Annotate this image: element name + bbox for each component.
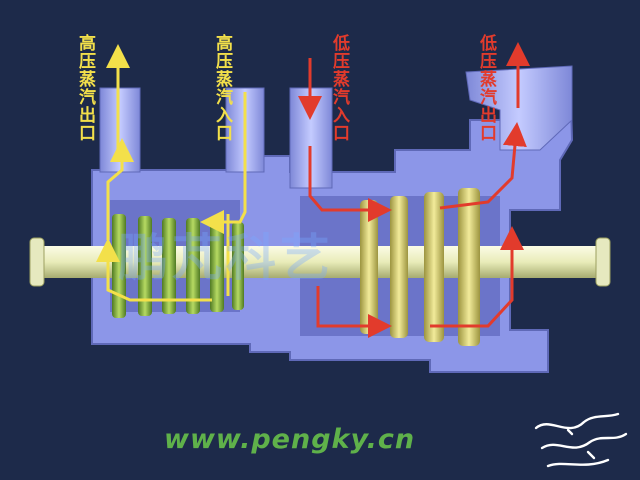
label-hp-steam-inlet: 高压蒸汽入口 xyxy=(212,34,232,142)
website-url: www.pengky.cn xyxy=(164,424,416,455)
calligraphy-logo-icon xyxy=(534,412,628,468)
label-lp-steam-outlet: 低压蒸汽出口 xyxy=(476,34,496,142)
label-lp-steam-inlet: 低压蒸汽入口 xyxy=(329,34,349,142)
label-hp-steam-outlet: 高压蒸汽出口 xyxy=(75,34,95,142)
shaft-end-left xyxy=(29,237,45,287)
watermark-text: 鹏芃科艺 xyxy=(118,229,334,287)
hp-outlet-pipe xyxy=(99,87,141,173)
lp-steam-flow xyxy=(298,42,530,338)
lp-blade-stages xyxy=(360,188,480,346)
hp-steam-flow xyxy=(96,44,247,302)
shaft-end-right xyxy=(595,237,611,287)
